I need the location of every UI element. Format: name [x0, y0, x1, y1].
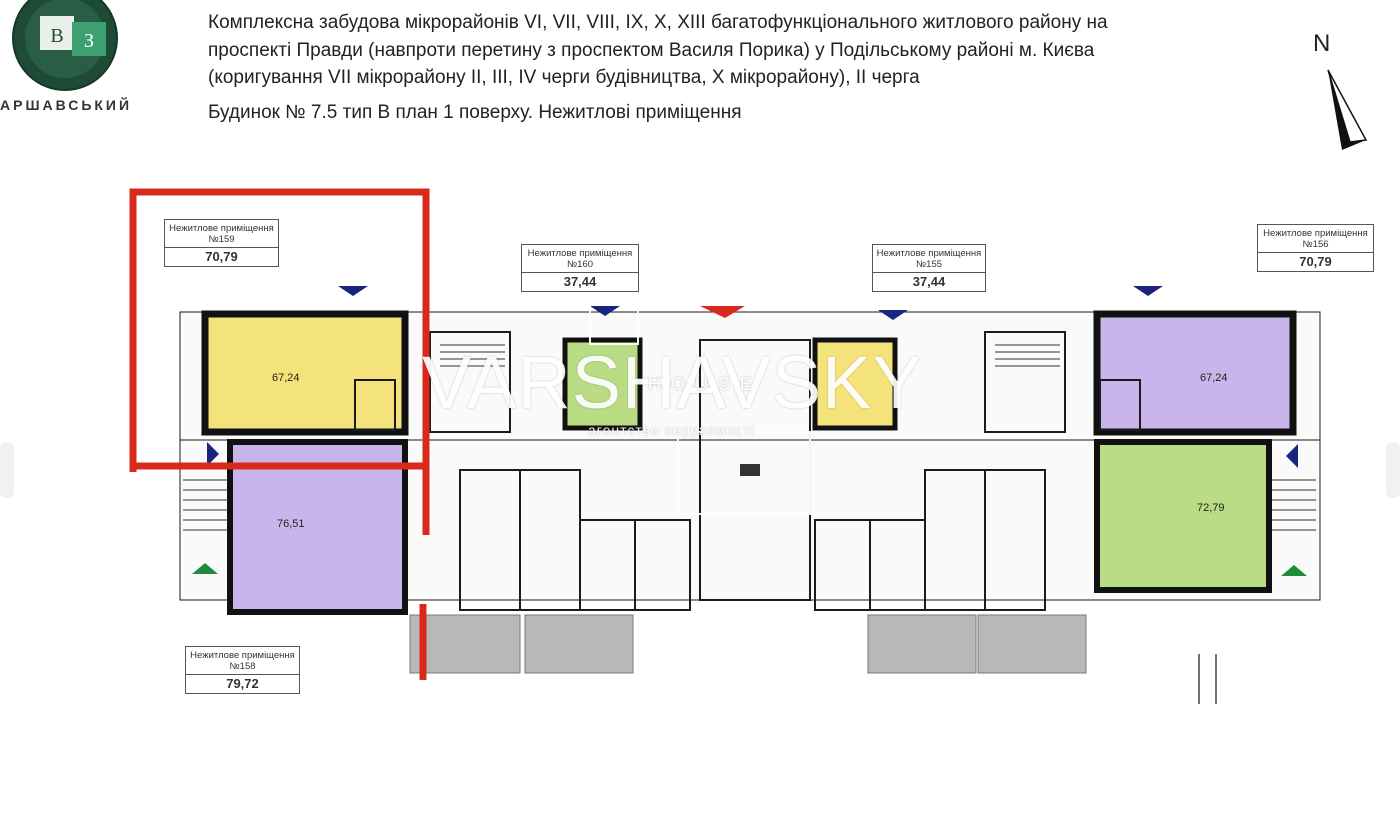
logo-text: АРШАВСЬКИЙ	[0, 97, 133, 113]
unit-156-title: Нежитлове приміщення №156	[1258, 225, 1373, 253]
unit-159-inner-area: 67,24	[272, 372, 300, 384]
logo-letter-v: В	[50, 25, 63, 47]
unit-156-fill	[1097, 314, 1293, 432]
unit-159-label: Нежитлове приміщення №159 70,79	[164, 219, 279, 267]
unit-160-fill	[565, 340, 640, 428]
unit-157-inner-area: 72,79	[1197, 502, 1225, 514]
previous-image-button[interactable]	[0, 442, 14, 498]
entry-arrow-icon	[1281, 565, 1307, 576]
watermark-tagline: агентство нерухомості	[588, 422, 755, 438]
entry-arrow-icon	[192, 563, 218, 574]
unit-156-area: 70,79	[1299, 254, 1332, 269]
unit-158-title: Нежитлове приміщення №158	[186, 647, 299, 675]
unit-160-area: 37,44	[563, 274, 597, 289]
unit-158-inner-area: 76,51	[277, 518, 305, 530]
logo-monogram-box	[40, 16, 74, 50]
entry-arrow-icon	[1133, 286, 1163, 296]
entry-arrow-icon	[338, 286, 368, 296]
unit-156-label: Нежитлове приміщення №156 70,79	[1257, 224, 1374, 272]
unit-159-area: 70,79	[205, 249, 238, 264]
watermark-house: HOUSE	[648, 374, 763, 394]
unit-155-title: Нежитлове приміщення №155	[873, 245, 985, 273]
unit-157-fill	[1097, 442, 1269, 590]
next-image-button[interactable]	[1386, 442, 1400, 498]
entry-arrow-icon	[700, 306, 745, 318]
header-line-4: Будинок № 7.5 тип В план 1 поверху. Нежи…	[208, 102, 742, 123]
unit-158-label: Нежитлове приміщення №158 79,72	[185, 646, 300, 694]
unit-160-label: Нежитлове приміщення №160 37,44	[521, 244, 639, 292]
compass-label: N	[1313, 30, 1331, 57]
header-line-3: (коригування VII мікрорайону II, III, IV…	[208, 67, 920, 88]
north-arrow-icon	[1327, 69, 1368, 150]
header-line-1: Комплексна забудова мікрорайонів VI, VII…	[208, 12, 1108, 33]
developer-logo: В З	[12, 0, 118, 91]
header-line-2: проспекті Правди (навпроти перетину з пр…	[208, 40, 1095, 61]
entry-arrow-icon	[878, 310, 908, 320]
logo-monogram-box-2	[72, 22, 106, 56]
entry-arrow-icon	[590, 306, 620, 316]
unit-160-title: Нежитлове приміщення №160	[522, 245, 638, 273]
unit-155-area: 37,44	[912, 274, 946, 289]
entry-arrow-icon	[1286, 444, 1298, 468]
unit-159-title: Нежитлове приміщення №159	[165, 220, 278, 248]
logo-letter-z: З	[84, 30, 94, 52]
unit-156-inner-area: 67,24	[1200, 372, 1228, 384]
unit-155-label: Нежитлове приміщення №155 37,44	[872, 244, 986, 292]
unit-159-fill	[205, 314, 405, 432]
unit-158-fill	[230, 442, 405, 612]
watermark-brand: VARSHAVSKY	[422, 341, 923, 424]
unit-155-fill	[815, 340, 895, 428]
entry-arrow-icon	[207, 442, 219, 466]
unit-158-area: 79,72	[226, 676, 259, 691]
highlight-outline	[129, 188, 430, 680]
